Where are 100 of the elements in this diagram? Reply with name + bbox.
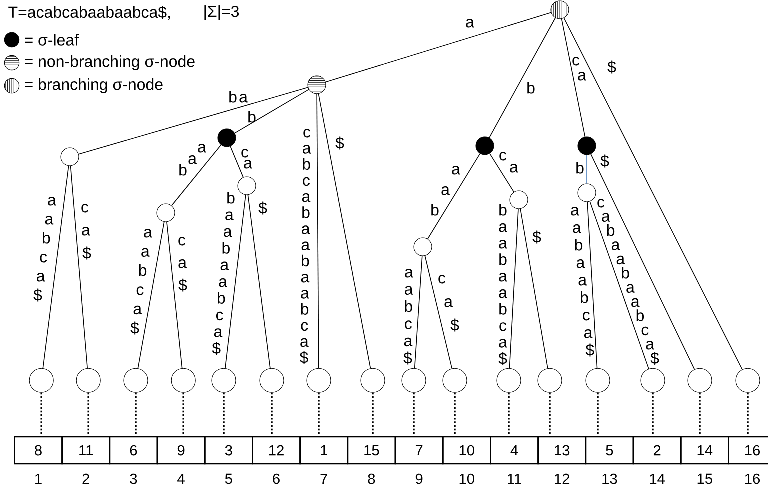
alphabet-size-label: |Σ|=3 <box>204 6 240 20</box>
tree-edge <box>138 222 165 369</box>
leaf-node <box>688 368 712 393</box>
string-label: T=acabcabaabaabca$, <box>8 6 170 20</box>
tree-edge <box>316 94 320 369</box>
tree-edge <box>325 12 552 83</box>
tree-edge <box>78 87 308 155</box>
tree-edge <box>414 256 423 369</box>
index-number: 12 <box>555 474 570 484</box>
array-cell: 4 <box>490 436 539 465</box>
edge-label: ca$ <box>438 275 460 332</box>
edge-label: b <box>528 82 535 94</box>
tree-edge <box>590 201 650 370</box>
legend-text: = branching σ-node <box>25 78 163 94</box>
leaf-node <box>124 368 148 393</box>
index-number: 1 <box>36 474 42 484</box>
index-number: 14 <box>650 474 666 484</box>
edge-label: baabaabca$ <box>212 192 235 355</box>
leaf-node <box>212 368 236 393</box>
index-number: 2 <box>82 474 90 484</box>
edge-label: ca <box>242 149 252 169</box>
tree-edge <box>234 89 310 134</box>
tree-edge <box>520 208 548 369</box>
dotted-connector <box>135 392 137 436</box>
edge-label: aabca$ <box>130 229 152 335</box>
array-cell: 7 <box>394 436 444 465</box>
edge-label: $ <box>532 230 542 244</box>
edge-label: cabaabaabca$ <box>598 199 660 365</box>
tree-edge <box>42 166 70 369</box>
leaf-node <box>29 368 54 393</box>
array-cell: 12 <box>252 436 301 465</box>
leaf-node <box>538 368 562 393</box>
edge-label: $ <box>258 202 268 215</box>
edge-label: aabca$ <box>34 197 56 302</box>
leaf-node <box>306 368 332 393</box>
tree-edge <box>564 18 743 370</box>
edge-label: aab <box>180 144 206 176</box>
leaf-node <box>640 368 666 393</box>
dotted-connector <box>318 392 320 436</box>
tree-node <box>550 0 570 20</box>
legend-text: = non-branching σ-node <box>25 56 195 70</box>
tree-edge <box>590 154 696 370</box>
edge-label: ca <box>500 152 518 173</box>
array-cell: 11 <box>62 436 111 465</box>
edge-label: aab <box>432 166 460 216</box>
dotted-connector <box>223 392 225 436</box>
tree-node <box>414 238 432 256</box>
edge-label: ca$ <box>178 237 188 292</box>
edge-label: $ <box>600 154 610 168</box>
edge-label: ca <box>572 57 586 81</box>
tree-edge <box>70 166 88 369</box>
tree-edge <box>561 18 586 138</box>
dotted-connector <box>372 392 374 436</box>
array-cell: 6 <box>109 436 158 465</box>
tree-node <box>218 128 236 148</box>
tree-node <box>308 76 326 94</box>
tree-edge <box>427 154 481 240</box>
dotted-connector <box>454 392 456 436</box>
tree-edge <box>509 208 519 369</box>
leaf-node <box>402 368 426 393</box>
dotted-connector <box>699 392 701 436</box>
tree-node <box>510 190 528 210</box>
tree-edge <box>318 94 372 369</box>
tree-edge <box>587 202 598 369</box>
tree-edge <box>230 146 244 178</box>
array-cell: 13 <box>538 436 587 465</box>
dotted-connector <box>271 392 273 436</box>
edge-label: aabaabca$ <box>571 207 594 357</box>
index-number: 7 <box>320 474 328 484</box>
edge-label: cabcabaabaabca$ <box>300 129 312 364</box>
legend-text: = σ-leaf <box>25 34 80 46</box>
dotted-connector <box>597 392 599 436</box>
array-cell: 10 <box>442 436 492 465</box>
array-cell: 1 <box>300 436 349 465</box>
index-number: 6 <box>273 474 280 484</box>
index-number: 8 <box>368 474 376 484</box>
dotted-connector <box>40 392 42 436</box>
tree-edge <box>424 256 453 370</box>
tree-edge <box>489 18 556 138</box>
index-number: 13 <box>602 474 618 484</box>
dotted-connector <box>549 392 551 436</box>
edge-label: $ <box>336 136 344 150</box>
index-number: 5 <box>225 474 232 484</box>
dotted-connector <box>508 392 510 436</box>
edge-label: a <box>466 19 474 28</box>
tree-node <box>156 204 176 222</box>
leaf-node <box>76 368 101 393</box>
edge-label: baabaabca$ <box>498 204 508 366</box>
array-cell: 16 <box>728 436 768 465</box>
tree-edge <box>490 153 514 193</box>
tree-edge <box>586 154 588 184</box>
index-number: 15 <box>698 474 712 484</box>
edge-label: ca$ <box>82 204 92 260</box>
tree-node <box>60 148 80 166</box>
tree-edge <box>248 194 271 369</box>
leaf-node <box>736 368 760 393</box>
leaf-node <box>496 368 522 393</box>
edge-label: b <box>248 111 256 123</box>
tree-edge <box>171 144 222 206</box>
index-number: 3 <box>130 474 138 484</box>
